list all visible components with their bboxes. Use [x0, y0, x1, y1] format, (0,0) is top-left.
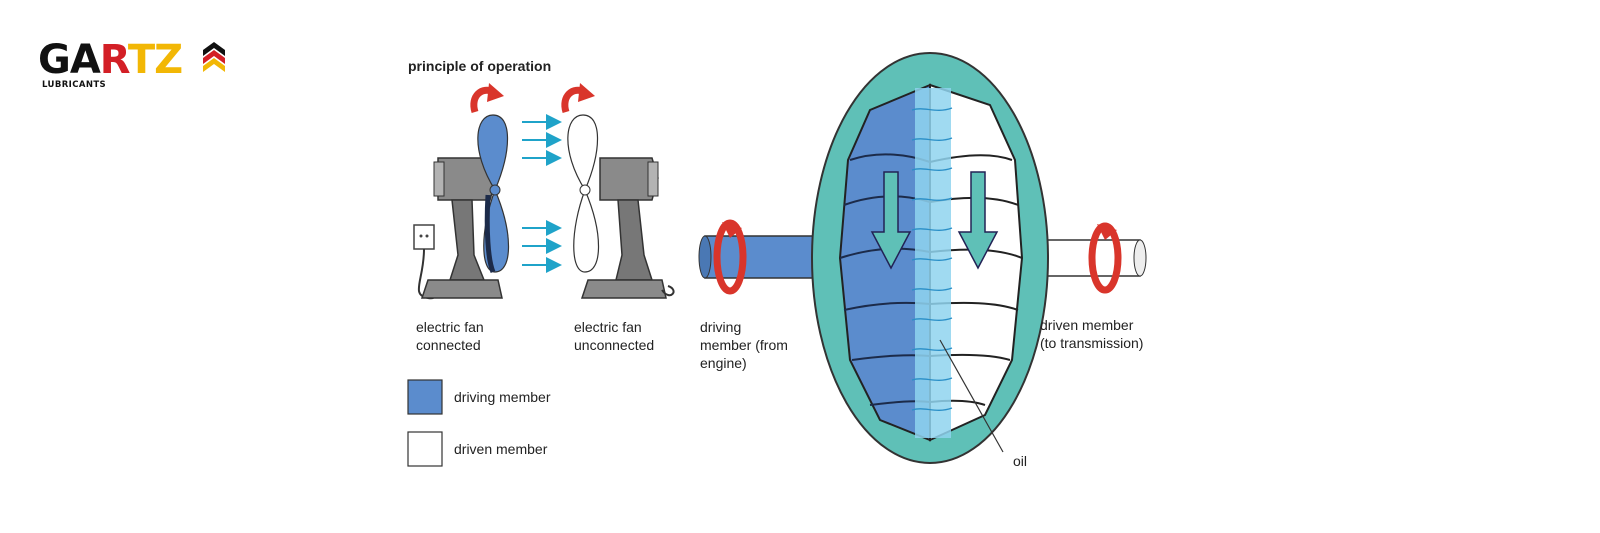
- flow-arrow-icon: [870, 171, 912, 270]
- rotation-arrow-icon: [1088, 222, 1122, 294]
- label-fan-connected: electric fan connected: [416, 318, 484, 354]
- label-driven-member: driven member (to transmission): [1040, 316, 1143, 352]
- logo-subtitle: LUBRICANTS: [42, 80, 107, 90]
- label-driving-member: driving member (from engine): [700, 318, 788, 372]
- label-fan-connected-line2: connected: [416, 337, 481, 353]
- label-fan-unconnected-line2: unconnected: [574, 337, 655, 353]
- fluid-coupling-diagram: principle of operation electric fan conn…: [400, 40, 1190, 490]
- logo-letters-ga: GA: [38, 37, 101, 83]
- label-fan-connected-line1: electric fan: [416, 319, 484, 335]
- logo-letters-tz: TZ: [127, 37, 183, 83]
- diagram-title: principle of operation: [408, 58, 552, 74]
- legend-swatch-driven: [407, 431, 443, 467]
- electric-fan-connected: [413, 83, 510, 300]
- logo-letter-r: R: [99, 37, 129, 83]
- airflow-arrows: [522, 114, 562, 273]
- label-driving-line3: engine): [700, 355, 747, 371]
- electric-fan-unconnected: [561, 83, 675, 299]
- label-driving-line1: driving: [700, 319, 742, 335]
- german-flag-icon: [203, 42, 225, 72]
- label-driving-line2: member (from: [700, 337, 788, 353]
- label-driven-line2: (to transmission): [1040, 335, 1144, 351]
- label-oil: oil: [1013, 453, 1028, 469]
- legend-label-driving: driving member: [454, 389, 551, 405]
- label-fan-unconnected-line1: electric fan: [574, 319, 642, 335]
- oil-swirls: [911, 107, 953, 411]
- label-fan-unconnected: electric fan unconnected: [574, 318, 654, 354]
- rotation-arrow-icon: [713, 219, 747, 295]
- fluid-coupling: [698, 52, 1147, 464]
- legend-label-driven: driven member: [454, 441, 548, 457]
- label-driven-line1: driven member: [1040, 317, 1134, 333]
- legend-swatch-driving: [407, 379, 443, 415]
- power-outlet-icon: [413, 224, 435, 250]
- gartz-logo: GARTZ LUBRICANTS: [38, 38, 228, 98]
- logo-wordmark: GARTZ: [38, 37, 183, 83]
- diagram-artwork: [407, 52, 1147, 467]
- oil-leader-line: [939, 339, 1004, 453]
- flow-arrow-icon: [957, 171, 999, 270]
